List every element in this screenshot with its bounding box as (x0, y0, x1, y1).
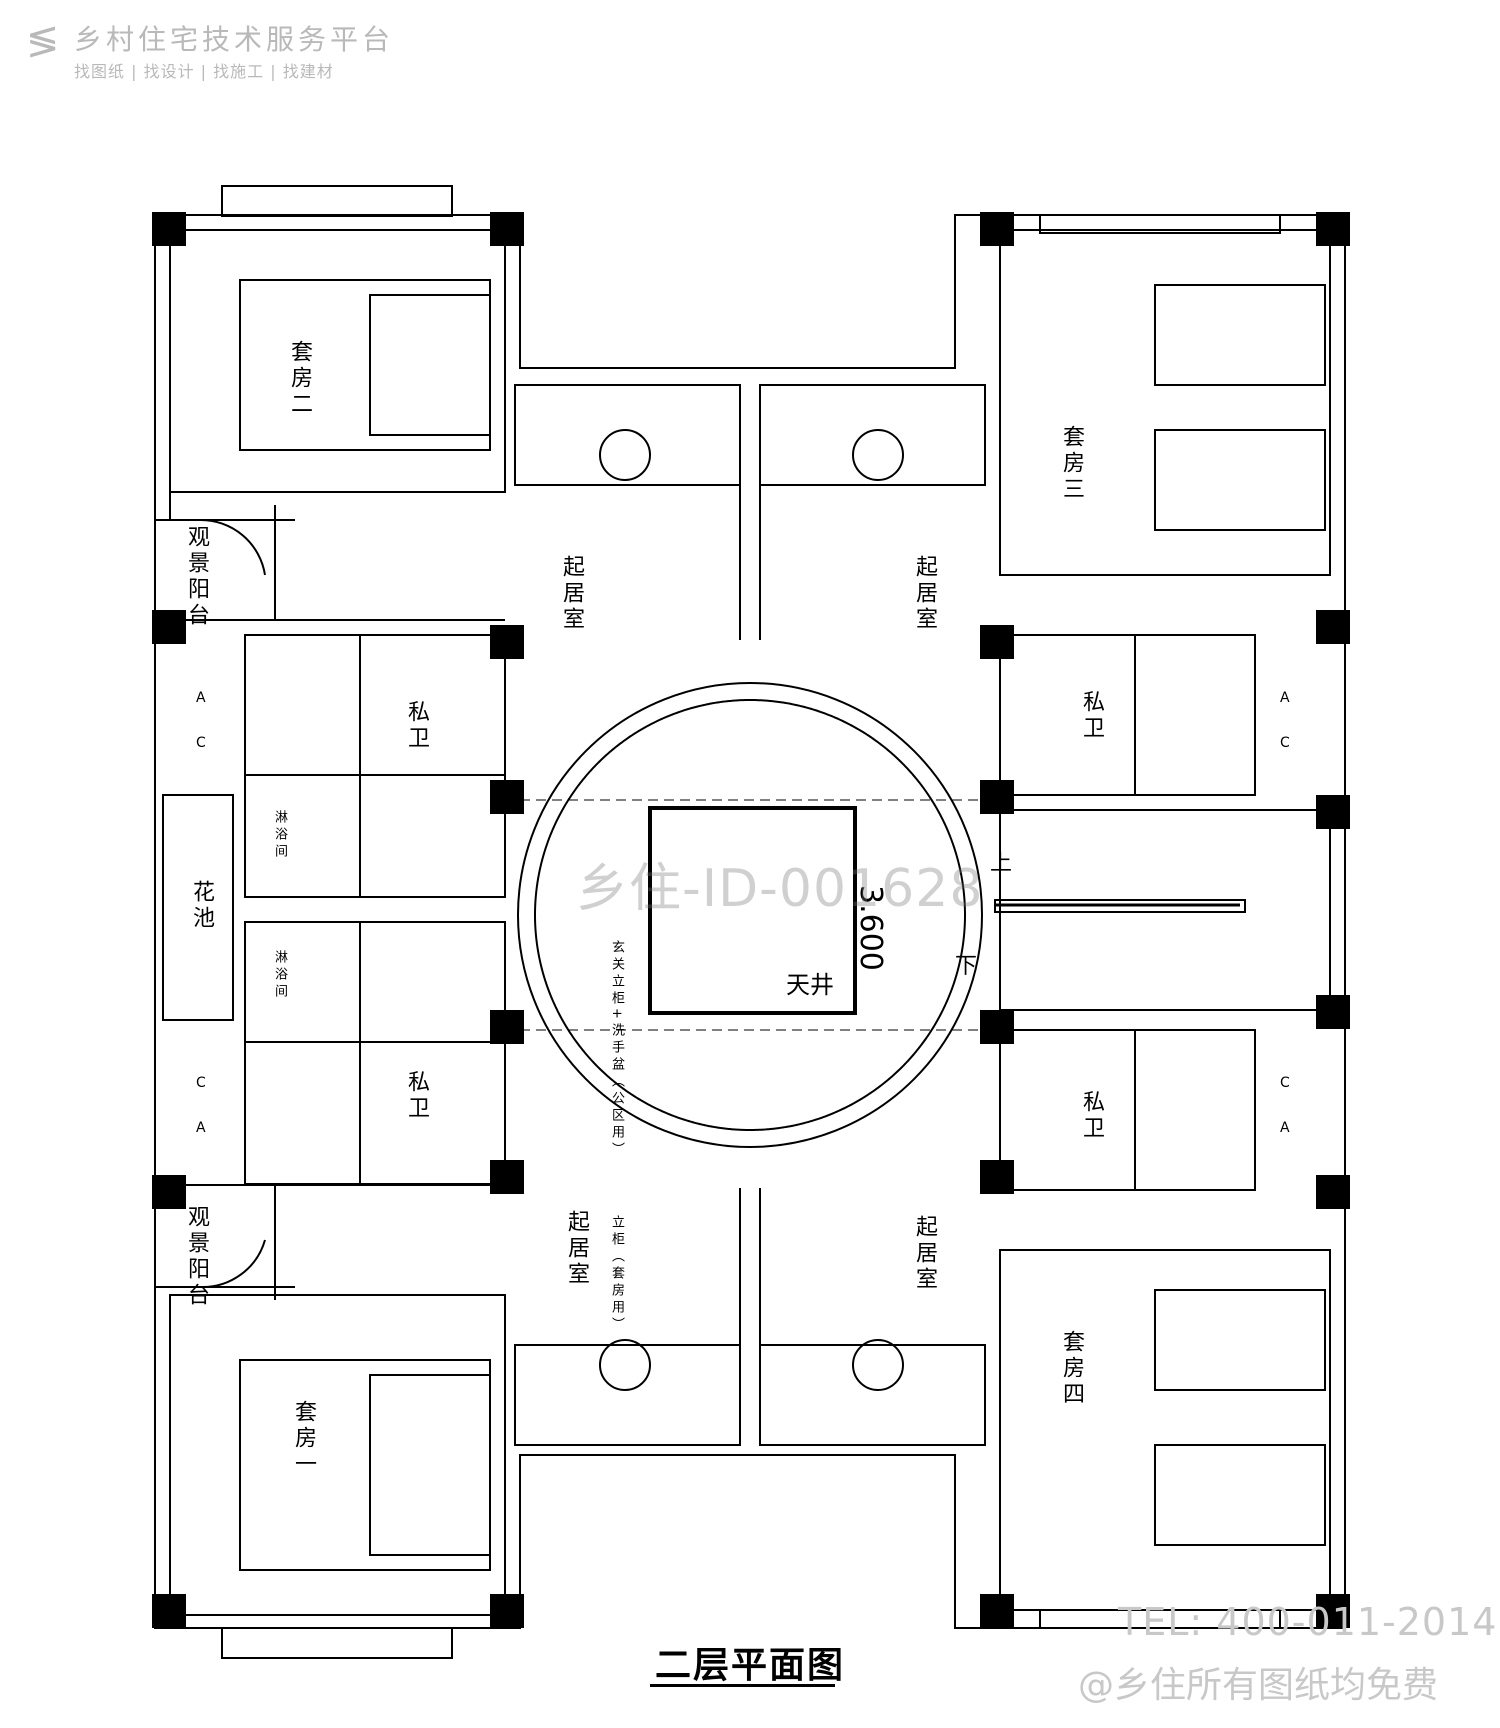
label-shower-top: 淋浴间 (272, 810, 287, 861)
private-bath-top-left (244, 634, 506, 898)
label-suite-3: 套房三 (1059, 425, 1084, 503)
staircase (999, 809, 1331, 1011)
platform-services: 找图纸 | 找设计 | 找施工 | 找建材 (74, 62, 334, 81)
balcony-door-bottom (199, 1239, 266, 1289)
ac-label-a-2: A (1280, 690, 1290, 706)
twin-bed-suite-3a (1154, 284, 1326, 386)
label-balcony-top: 观景阳台 (184, 525, 209, 629)
footer-tel: TEL: 400-011-2014 (1118, 1600, 1498, 1644)
plan-title-underline (650, 1684, 835, 1687)
atrium-circle (517, 682, 983, 1148)
table-top-right (852, 429, 904, 481)
twin-bed-suite-3b (1154, 429, 1326, 531)
label-living-top-right: 起居室 (912, 555, 937, 633)
xiangzhu-logo-icon: ≶ (26, 18, 60, 64)
note-closet-public: 玄关立柜+洗手盆（公区用） (609, 940, 624, 1159)
label-private-bath-4: 私卫 (1079, 1090, 1104, 1142)
living-room-bottom-left (514, 1344, 741, 1446)
watermark-id: 乡住-ID-001628 (576, 859, 984, 919)
label-suite-4: 套房四 (1059, 1330, 1084, 1408)
ac-label-a-4: A (1280, 1120, 1290, 1136)
top-right-window (1039, 214, 1281, 234)
suite-4-room (999, 1249, 1331, 1611)
bed-suite-2 (239, 279, 491, 451)
platform-name: 乡村住宅技术服务平台 (74, 23, 395, 56)
suite-3-room (999, 229, 1331, 576)
private-bath-top-right (999, 634, 1256, 796)
ac-label-c-4: C (1280, 1075, 1290, 1091)
twin-bed-suite-4a (1154, 1289, 1326, 1391)
label-stair-up: 上 (990, 851, 1013, 876)
label-suite-1: 套房一 (291, 1400, 316, 1478)
living-room-bottom-right (759, 1344, 986, 1446)
label-stair-down: 下 (955, 954, 978, 979)
ac-label-c-1: C (196, 735, 206, 751)
balcony-door-top (199, 518, 266, 576)
suite-2-room (169, 229, 506, 493)
label-flower-bed: 花池 (189, 880, 214, 932)
ac-label-c-3: C (196, 1075, 206, 1091)
plan-title: 二层平面图 (655, 1645, 846, 1686)
table-top-left (599, 429, 651, 481)
private-bath-bottom-left (244, 921, 506, 1185)
table-bottom-right (852, 1339, 904, 1391)
label-balcony-bottom: 观景阳台 (184, 1205, 209, 1309)
ac-label-a-1: A (196, 690, 206, 706)
flower-bed (162, 794, 234, 1021)
label-shower-bottom: 淋浴间 (272, 950, 287, 1001)
label-private-bath-3: 私卫 (1079, 690, 1104, 742)
structural-columns (152, 212, 1350, 1628)
ac-label-c-2: C (1280, 735, 1290, 751)
atrium-void (648, 806, 857, 1015)
private-bath-bottom-right (999, 1029, 1256, 1191)
bed-suite-1 (239, 1359, 491, 1571)
label-living-top-left: 起居室 (559, 555, 584, 633)
top-left-bay-window (221, 185, 453, 217)
living-room-top-left (514, 384, 741, 486)
label-private-bath-1: 私卫 (404, 700, 429, 752)
table-bottom-left (599, 1339, 651, 1391)
suite-1-room (169, 1294, 506, 1616)
note-closet-suite: 立柜（套房用） (609, 1215, 624, 1334)
footer-note: @乡住所有图纸均免费 (1078, 1665, 1439, 1706)
twin-bed-suite-4b (1154, 1444, 1326, 1546)
bottom-left-bay-window (221, 1627, 453, 1659)
brand-header: ≶ 乡村住宅技术服务平台 找图纸 | 找设计 | 找施工 | 找建材 (18, 12, 438, 82)
label-living-bottom-right: 起居室 (912, 1215, 937, 1293)
label-atrium: 天井 (786, 971, 834, 999)
ac-label-a-3: A (196, 1120, 206, 1136)
living-room-top-right (759, 384, 986, 486)
label-suite-2: 套房二 (287, 340, 312, 418)
label-living-bottom-left: 起居室 (564, 1210, 589, 1288)
label-private-bath-2: 私卫 (404, 1070, 429, 1122)
